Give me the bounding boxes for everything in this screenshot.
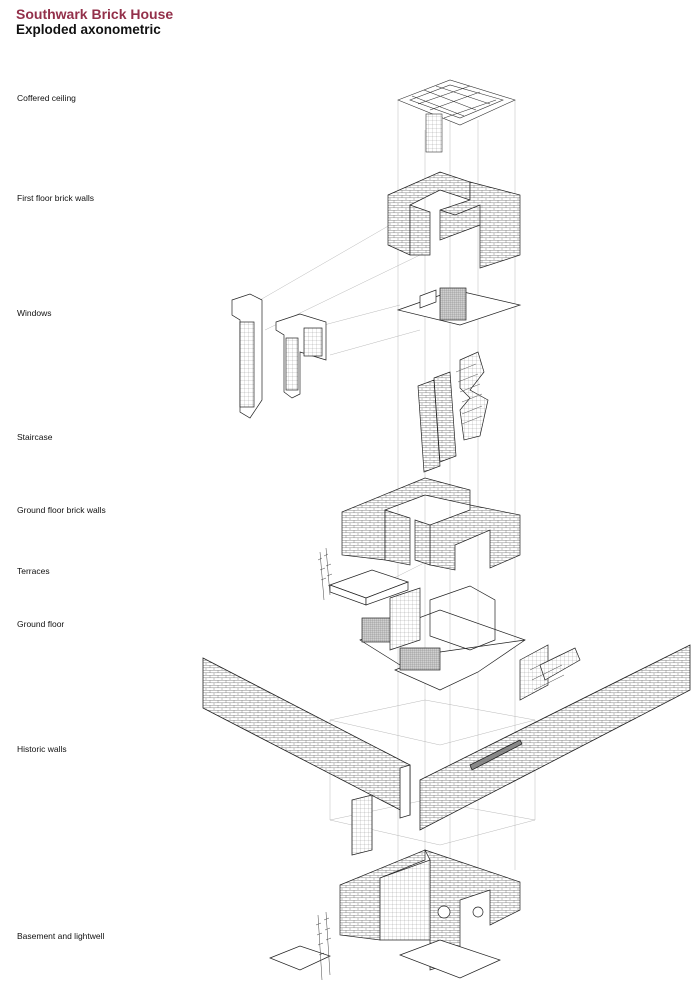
label-first-floor-walls: First floor brick walls xyxy=(17,193,94,203)
label-historic-walls: Historic walls xyxy=(17,744,67,754)
label-windows: Windows xyxy=(17,308,52,318)
historic-walls-layer xyxy=(202,644,691,856)
label-ground-floor-walls: Ground floor brick walls xyxy=(17,505,106,515)
label-terraces: Terraces xyxy=(17,566,50,576)
label-coffered-ceiling: Coffered ceiling xyxy=(17,93,76,103)
label-basement: Basement and lightwell xyxy=(17,931,105,941)
first-floor-walls-layer xyxy=(387,171,521,269)
label-ground-floor: Ground floor xyxy=(17,619,65,629)
basement-layer xyxy=(269,849,521,981)
ground-floor-walls-layer xyxy=(341,477,521,571)
label-staircase: Staircase xyxy=(17,432,53,442)
terraces-layer xyxy=(317,547,410,606)
coffered-ceiling-layer xyxy=(397,79,516,153)
staircase-layer xyxy=(417,351,489,473)
ground-floor-layer xyxy=(359,585,581,701)
page-subtitle: Exploded axonometric xyxy=(16,22,161,37)
page-title: Southwark Brick House xyxy=(16,6,174,22)
windows-layer xyxy=(231,287,522,419)
